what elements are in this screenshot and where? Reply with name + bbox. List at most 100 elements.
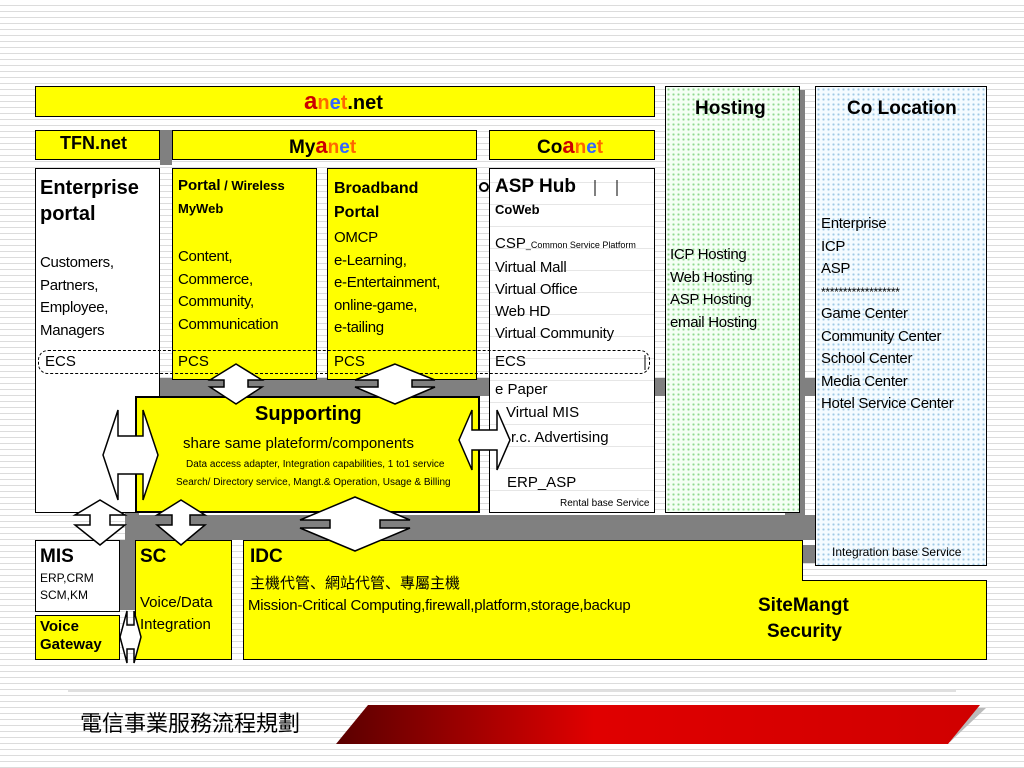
asp-advertising: r.c. Advertising [511,429,609,446]
arrow-portal-support [207,363,265,405]
portal-wireless-box [172,168,317,380]
idc-desc: Mission-Critical Computing,firewall,plat… [248,597,631,614]
asp-services-list: Virtual Mall Virtual Office Web HD Virtu… [495,257,614,345]
anet-letter-n: n [317,92,330,114]
enterprise-title-line2: portal [40,203,96,225]
broadband-feature-item: online-game, [334,296,418,314]
pcs-label-broadband: PCS [334,353,365,370]
mis-shadow [118,540,138,610]
anet-suffix: .net [347,92,383,114]
sc-item: Integration [140,616,211,633]
hosting-item: ASP Hosting [670,291,752,308]
pcs-label-portal: PCS [178,353,209,370]
my-letter-a: a [315,133,328,158]
colocation-item: ASP [821,260,851,277]
colocation-item: School Center [821,350,913,367]
idc-security: Security [767,621,842,642]
asp-e-paper: e Paper [495,381,548,398]
asp-service-item: Virtual Community [495,325,614,342]
broadband-title: Broadband Portal [334,177,418,225]
portal-sub: MyWeb [178,201,224,216]
arrow-support-mis [72,499,128,546]
tfn-header [35,130,160,160]
footer-divider [68,690,956,692]
co-letter-a: a [562,133,575,158]
co-letter-t: t [596,137,604,158]
mis-list: ERP,CRM SCM,KM [40,570,94,604]
colocation-item: ICP [821,237,846,255]
asp-bullet [479,182,489,192]
portal-features-list: Content, Commerce, Community, Communicat… [178,246,279,336]
supporting-box [135,396,480,513]
enterprise-audience-item: Partners, [40,276,99,294]
hosting-item: ICP Hosting [670,246,747,263]
colocation-item: Enterprise [821,215,887,232]
voice-gateway-box [35,615,120,660]
platform-lower-band [125,515,815,540]
footer-title: 電信事業服務流程規劃 [80,712,301,737]
co-letter-e: e [586,137,597,158]
colocation-list: Enterprise ICP ASP ****************** Ga… [821,213,954,416]
asp-hub-box [489,168,655,513]
hosting-column [665,86,800,513]
enterprise-title-line1: Enterprise [40,177,139,199]
arrow-broadband-support [354,363,436,405]
enterprise-audience-item: Customers, [40,254,114,271]
broadband-feature-item: OMCP [334,229,378,246]
hosting-item: Web Hosting [670,268,753,286]
idc-title: IDC [250,546,283,567]
enterprise-audience-item: Managers [40,321,105,339]
enterprise-audience-list: Customers, Partners, Employee, Managers [40,252,114,342]
asp-service-item: Virtual Mall [495,259,567,276]
my-letter-e: e [339,137,350,158]
supporting-line1: Data access adapter, Integration capabil… [186,459,445,470]
broadband-portal-box [327,168,477,380]
sc-title: SC [140,546,167,567]
broadband-features-list: OMCP e-Learning, e-Entertainment, online… [334,227,440,340]
mis-item: ERP,CRM [40,571,94,585]
portal-feature-item: Community, [178,293,254,310]
broadband-feature-item: e-tailing [334,319,384,336]
supporting-title: Supporting [255,403,362,425]
colocation-item: Game Center [821,305,908,322]
hosting-title: Hosting [695,98,766,119]
anet-banner [35,86,655,117]
myanet-title: Myanet [289,133,356,159]
co-letter-n: n [574,137,587,158]
colocation-item: Hotel Service Center [821,395,954,412]
ecs-label-enterprise: ECS [45,353,76,370]
coanet-header [489,130,655,160]
my-letter-t: t [349,137,357,158]
colocation-item: Media Center [821,372,908,390]
asp-hub-title: ASP Hub [495,176,576,197]
footer-accent-bar [336,705,980,744]
enterprise-audience-item: Employee, [40,299,109,316]
portal-wireless-title: Portal / Wireless [178,177,285,194]
supporting-sub: share same plateform/components [183,435,414,452]
broadband-feature-item: e-Learning, [334,251,407,269]
sc-item: Voice/Data [140,594,213,611]
tfn-title: TFN.net [60,133,127,153]
asp-csp-small: _Common Service Platform [525,240,636,250]
portal-title: Portal [178,177,221,194]
portal-feature-item: Commerce, [178,270,253,288]
idc-box [243,540,803,660]
co-prefix: Co [537,137,563,158]
hosting-item: email Hosting [670,313,757,331]
sc-list: Voice/Data Integration [140,592,213,636]
header-gap-shadow [160,130,172,165]
arrow-enterprise-support [102,409,159,501]
portal-wireless-label: / Wireless [220,178,285,193]
hosting-list: ICP Hosting Web Hosting ASP Hosting emai… [670,244,757,334]
arrow-voice-sc [119,610,142,664]
mis-item: SCM,KM [40,588,88,602]
ecs-label-asp: ECS [495,353,526,370]
broadband-feature-item: e-Entertainment, [334,274,441,291]
idc-site-mangt: SiteMangt [758,595,849,616]
anet-letter-a: a [304,88,318,115]
coanet-title: Coanet [537,133,603,159]
my-letter-n: n [327,137,340,158]
anet-banner-title: anet.net [304,88,383,116]
